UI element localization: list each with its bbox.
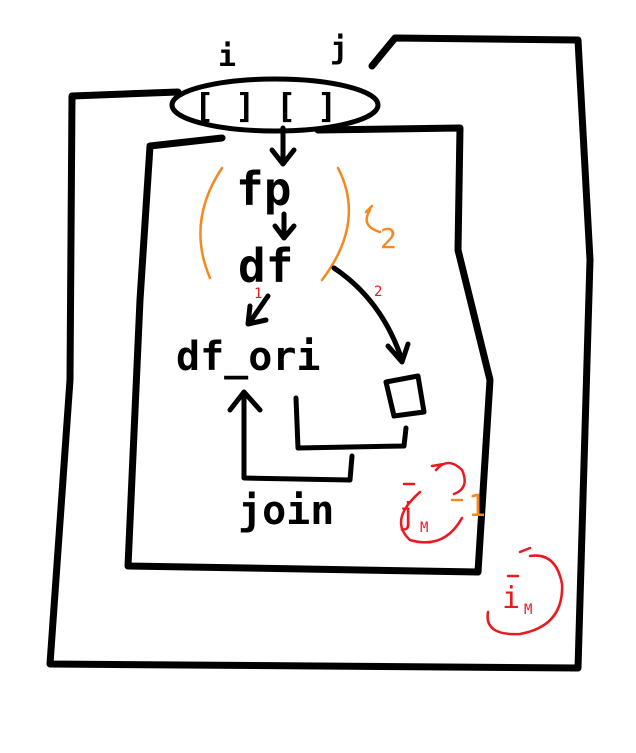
join-return-path: [293, 395, 409, 451]
arrow-fp-to-df: [272, 211, 297, 241]
inner-loop-var: j: [398, 497, 416, 532]
index-ellipse: [169, 76, 381, 134]
inner-loop-icon: [399, 461, 466, 544]
edge-label-2: 2: [374, 284, 382, 300]
join-merge-path: [227, 389, 355, 483]
outer-loop-var: i: [502, 581, 520, 616]
orange-paren-left: [199, 166, 224, 280]
arrow-df-to-dfori: [245, 293, 271, 327]
index-label-j: j: [330, 31, 348, 66]
edge-label-1: 1: [254, 286, 262, 302]
orange-paren-right: [320, 166, 351, 282]
node-df-ori: df_ori: [176, 334, 321, 380]
outer-loop-icon: [486, 546, 564, 636]
orange-loop-count: 2: [380, 222, 397, 255]
inner-loop-frame: [124, 124, 494, 576]
outer-loop-sub: M: [524, 602, 532, 618]
arrow-index-to-fp: [269, 125, 297, 167]
node-df: df: [238, 239, 293, 293]
box-node: [383, 373, 427, 419]
arrow-df-to-box: [331, 265, 411, 365]
orange-loop-icon: [364, 204, 382, 234]
inner-loop-sub: M: [420, 520, 428, 536]
node-join: join: [238, 488, 334, 534]
outer-loop-frame: [46, 34, 594, 672]
index-label-i: i: [218, 39, 236, 74]
node-fp: fp: [236, 162, 291, 216]
index-brackets: [ ] [ ]: [194, 87, 337, 127]
orange-one: 1: [468, 489, 486, 524]
